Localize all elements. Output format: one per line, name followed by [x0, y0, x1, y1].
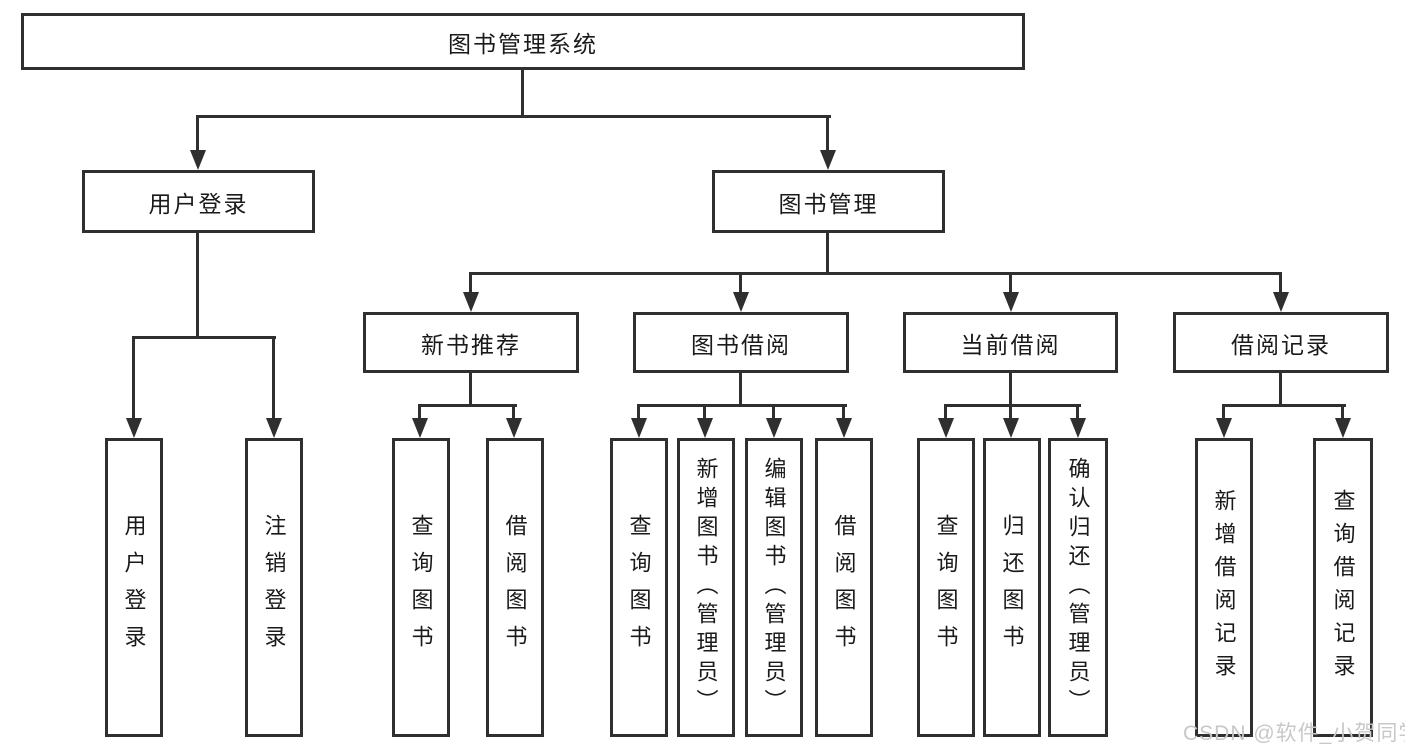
node-label: 查询图书: [933, 513, 959, 662]
connector-line: [521, 70, 524, 118]
node-query-books-recommendation: 查询图书: [392, 438, 450, 737]
node-label: 新增图书（管理员）: [693, 457, 719, 718]
arrow-down-icon: [266, 418, 282, 438]
connector-line: [469, 373, 472, 407]
node-add-borrow-record: 新增借阅记录: [1195, 438, 1253, 737]
arrow-down-icon: [1003, 292, 1019, 312]
node-label: 确认归还（管理员）: [1065, 457, 1091, 718]
arrow-down-icon: [1070, 418, 1086, 438]
node-label: 新书推荐: [421, 331, 521, 358]
connector-line: [512, 404, 515, 422]
arrow-down-icon: [1273, 292, 1289, 312]
node-label: 归还图书: [999, 513, 1025, 662]
node-label: 编辑图书（管理员）: [761, 457, 787, 718]
node-user-login-leaf: 用户登录: [105, 438, 163, 737]
connector-line: [418, 404, 421, 422]
arrow-down-icon: [126, 418, 142, 438]
node-add-book-admin: 新增图书（管理员）: [677, 438, 735, 737]
node-label: 图书借阅: [691, 331, 791, 358]
connector-line: [739, 373, 742, 407]
connector-line: [637, 404, 640, 422]
node-query-borrow-record: 查询借阅记录: [1313, 438, 1373, 737]
node-new-book-recommendation: 新书推荐: [363, 312, 579, 373]
node-label: 借阅图书: [831, 513, 857, 662]
arrow-down-icon: [836, 418, 852, 438]
connector-line: [132, 336, 135, 422]
node-label: 当前借阅: [960, 331, 1061, 358]
connector-line: [1279, 373, 1282, 407]
connector-line: [1222, 404, 1346, 407]
connector-line: [132, 336, 276, 339]
connector-line: [944, 404, 1081, 407]
connector-line: [469, 272, 472, 296]
node-label: 查询图书: [626, 513, 652, 662]
connector-line: [196, 233, 199, 339]
node-label: 注销登录: [261, 513, 287, 662]
arrow-down-icon: [631, 418, 647, 438]
connector-line: [1076, 404, 1079, 422]
node-label: 新增借阅记录: [1211, 488, 1237, 687]
connector-line: [826, 115, 829, 155]
connector-line: [418, 404, 517, 407]
connector-line: [637, 404, 847, 407]
node-book-borrowing: 图书借阅: [633, 312, 849, 373]
connector-line: [703, 404, 706, 422]
arrow-down-icon: [190, 150, 206, 170]
node-logout: 注销登录: [245, 438, 303, 737]
connector-line: [739, 272, 742, 296]
node-label: 查询图书: [408, 513, 434, 662]
arrow-down-icon: [820, 150, 836, 170]
arrow-down-icon: [697, 418, 713, 438]
node-edit-book-admin: 编辑图书（管理员）: [745, 438, 803, 737]
node-borrow-books-recommendation: 借阅图书: [486, 438, 544, 737]
node-label: 借阅记录: [1231, 331, 1331, 358]
connector-line: [272, 336, 275, 422]
node-label: 用户登录: [121, 513, 147, 662]
connector-line: [772, 404, 775, 422]
connector-line: [1009, 272, 1012, 296]
connector-line: [842, 404, 845, 422]
connector-line: [1009, 373, 1012, 407]
connector-line: [197, 115, 831, 118]
node-label: 查询借阅记录: [1330, 488, 1356, 687]
node-label: 图书管理系统: [448, 30, 598, 57]
arrow-down-icon: [1335, 418, 1351, 438]
arrow-down-icon: [766, 418, 782, 438]
node-query-books-borrowing: 查询图书: [610, 438, 668, 737]
node-borrow-books-borrowing: 借阅图书: [815, 438, 873, 737]
node-current-borrowing: 当前借阅: [903, 312, 1118, 373]
arrow-down-icon: [506, 418, 522, 438]
connector-line: [469, 272, 1282, 275]
node-label: 借阅图书: [502, 513, 528, 662]
arrow-down-icon: [412, 418, 428, 438]
arrow-down-icon: [1003, 418, 1019, 438]
node-user-login: 用户登录: [82, 170, 315, 233]
arrow-down-icon: [733, 292, 749, 312]
arrow-down-icon: [938, 418, 954, 438]
arrow-down-icon: [463, 292, 479, 312]
connector-line: [1279, 272, 1282, 296]
connector-line: [826, 233, 829, 275]
connector-line: [196, 115, 199, 155]
connector-line: [1222, 404, 1225, 422]
watermark: CSDN @软件_小贺同学: [1183, 722, 1405, 745]
node-label: 用户登录: [148, 190, 249, 217]
connector-line: [1009, 404, 1012, 422]
node-label: 图书管理: [778, 190, 879, 217]
node-query-books-current: 查询图书: [917, 438, 975, 737]
node-borrowing-records: 借阅记录: [1173, 312, 1389, 373]
node-book-management: 图书管理: [712, 170, 945, 233]
node-library-management-system: 图书管理系统: [21, 13, 1025, 70]
connector-line: [1341, 404, 1344, 422]
connector-line: [944, 404, 947, 422]
arrow-down-icon: [1216, 418, 1232, 438]
node-return-books: 归还图书: [983, 438, 1041, 737]
node-confirm-return-admin: 确认归还（管理员）: [1048, 438, 1108, 737]
